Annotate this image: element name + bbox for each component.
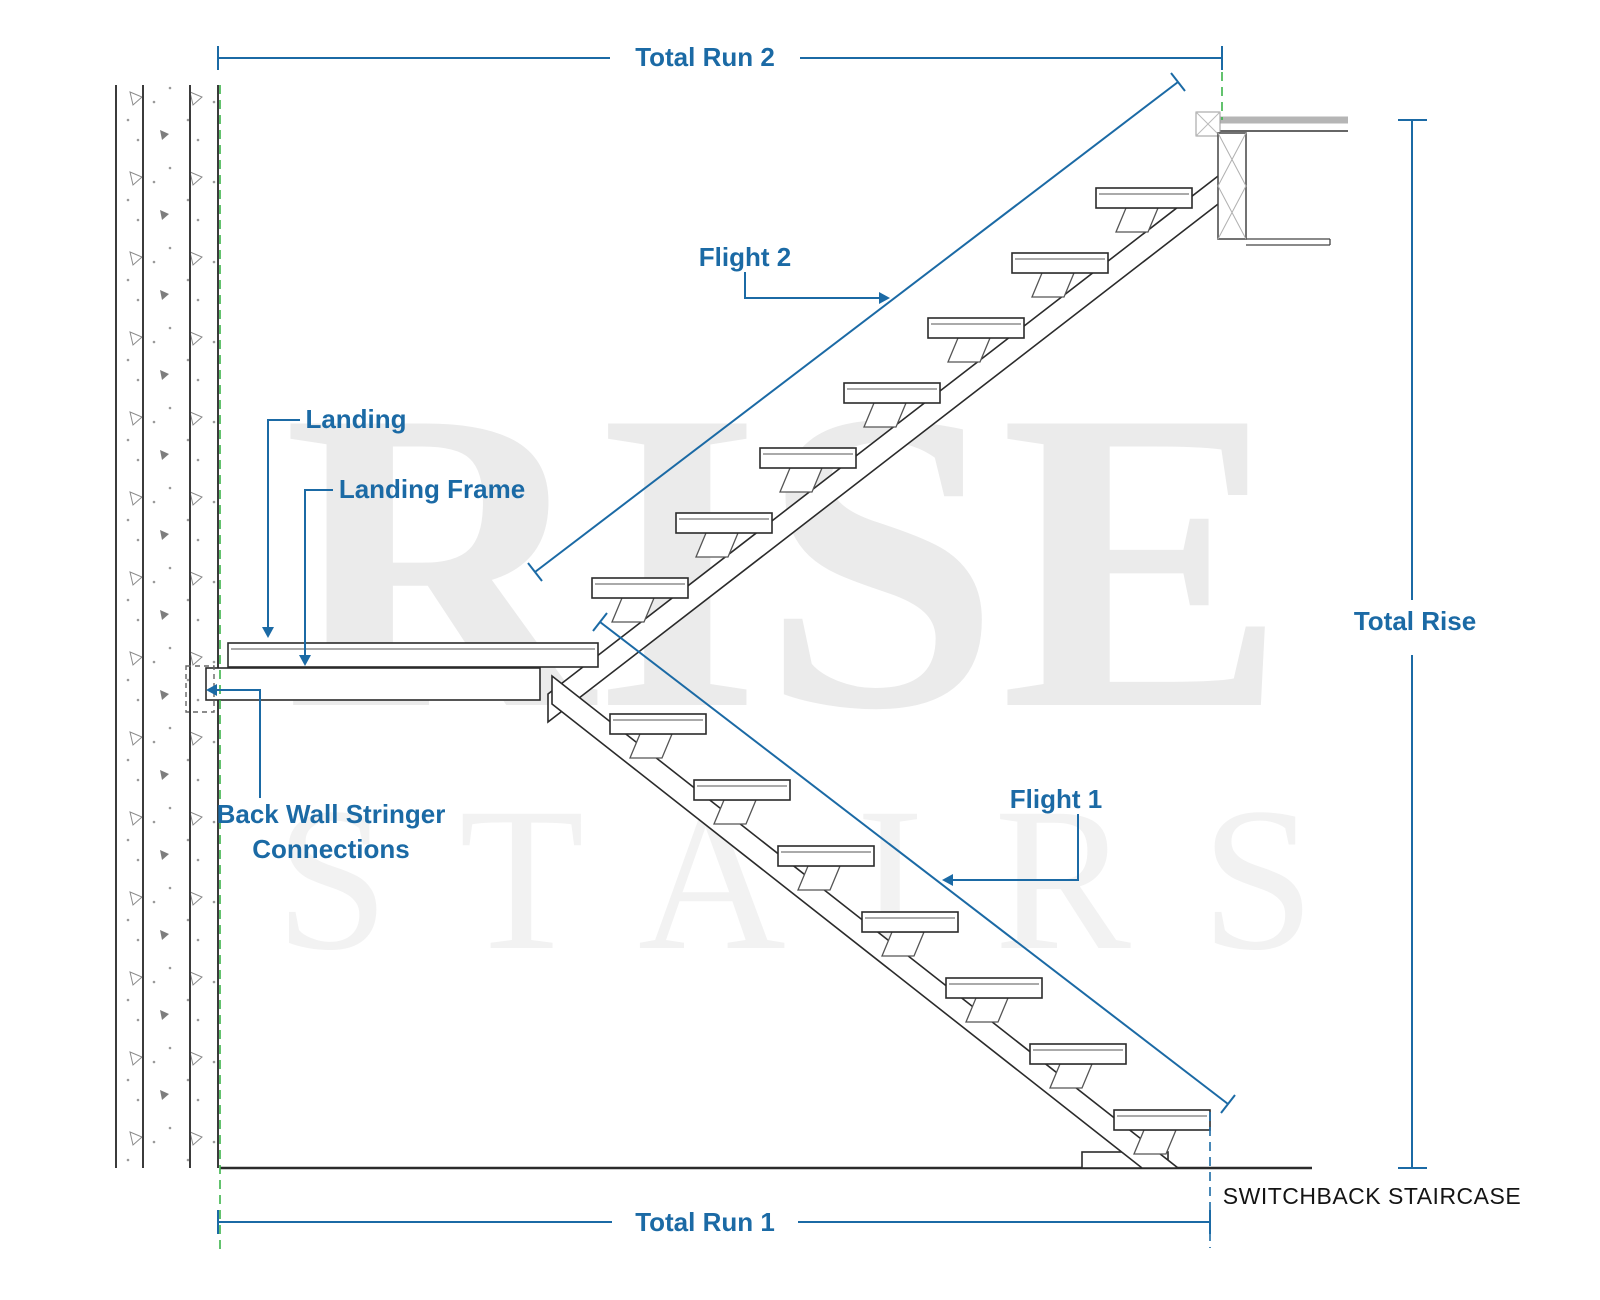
dim-line [534, 81, 1179, 573]
flight1-arrowhead [942, 874, 953, 886]
dimension-flight-1: Flight 1 [592, 612, 1236, 1114]
landing-tread [227, 642, 599, 668]
back-wall [115, 85, 219, 1168]
landing-frame-beam [205, 667, 541, 701]
landing-frame-label: Landing Frame [339, 474, 525, 504]
dim-tick [592, 612, 608, 632]
wall-hatch [117, 85, 218, 1168]
blocking-cross-line [1195, 111, 1221, 137]
back-wall-label-line1: Back Wall Stringer [217, 799, 446, 829]
flight-1-label: Flight 1 [1010, 784, 1102, 814]
upper-floor-rim-joist [1217, 132, 1247, 240]
dimension-total-run-2: Total Run 2 [217, 42, 1223, 72]
landing-frame-leader-line [304, 489, 333, 657]
rim-hatch-line [1217, 132, 1247, 187]
flight2-leader-line [744, 272, 881, 299]
flight-2-label: Flight 2 [699, 242, 791, 272]
back-wall-arrowhead [206, 684, 217, 696]
dimension-flight-2: Flight 2 [527, 72, 1186, 582]
callout-landing-frame: Landing Frame [299, 474, 525, 666]
dim-tick [1170, 72, 1186, 92]
dimension-total-rise: Total Rise [1354, 119, 1476, 1169]
total-run-2-label: Total Run 2 [635, 42, 775, 72]
rim-hatch-line [1217, 185, 1247, 240]
landing-structure [185, 642, 599, 713]
landing-leader-line [267, 419, 300, 629]
back-wall-stringer-connection [185, 665, 215, 713]
back-wall-label-line2: Connections [252, 834, 409, 864]
landing-label: Landing [305, 404, 406, 434]
total-run-1-label: Total Run 1 [635, 1207, 775, 1237]
dim-tick [1220, 1094, 1236, 1114]
dim-line [599, 621, 1229, 1105]
upper-floor [1195, 111, 1348, 246]
flight2-arrowhead [879, 292, 890, 304]
dim-tick [527, 562, 543, 582]
callout-landing: Landing [262, 404, 407, 638]
landing-arrowhead [262, 627, 274, 638]
watermark-line1: RISE [283, 323, 1287, 799]
drawing-title: SWITCHBACK STAIRCASE [1223, 1183, 1521, 1209]
total-rise-label: Total Rise [1354, 606, 1476, 636]
back-wall-leader-line [215, 689, 261, 798]
landing-frame-arrowhead [299, 655, 311, 666]
callout-back-wall-stringer: Back Wall Stringer Connections [206, 684, 445, 864]
dimension-total-run-1: Total Run 1 [217, 1207, 1211, 1237]
flight1-leader-line [951, 814, 1079, 881]
